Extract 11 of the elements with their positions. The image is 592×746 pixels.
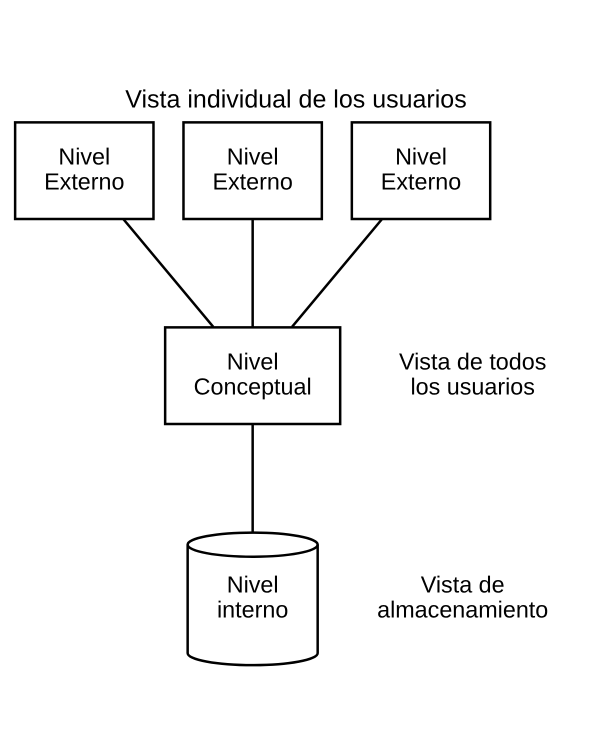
node-label: Vista de almacenamiento (377, 572, 548, 623)
node-box: Nivel Externo (182, 121, 324, 220)
diagram-title: Vista individual de los usuarios (125, 85, 467, 114)
connector (291, 218, 383, 328)
node-box: Nivel Externo (14, 121, 155, 220)
node-box: Nivel Conceptual (164, 326, 342, 426)
connector (251, 424, 254, 532)
node-box: Nivel Externo (350, 121, 492, 220)
connector (251, 219, 254, 327)
connector (122, 218, 214, 328)
node-label: Vista de todos los usuarios (398, 348, 546, 400)
